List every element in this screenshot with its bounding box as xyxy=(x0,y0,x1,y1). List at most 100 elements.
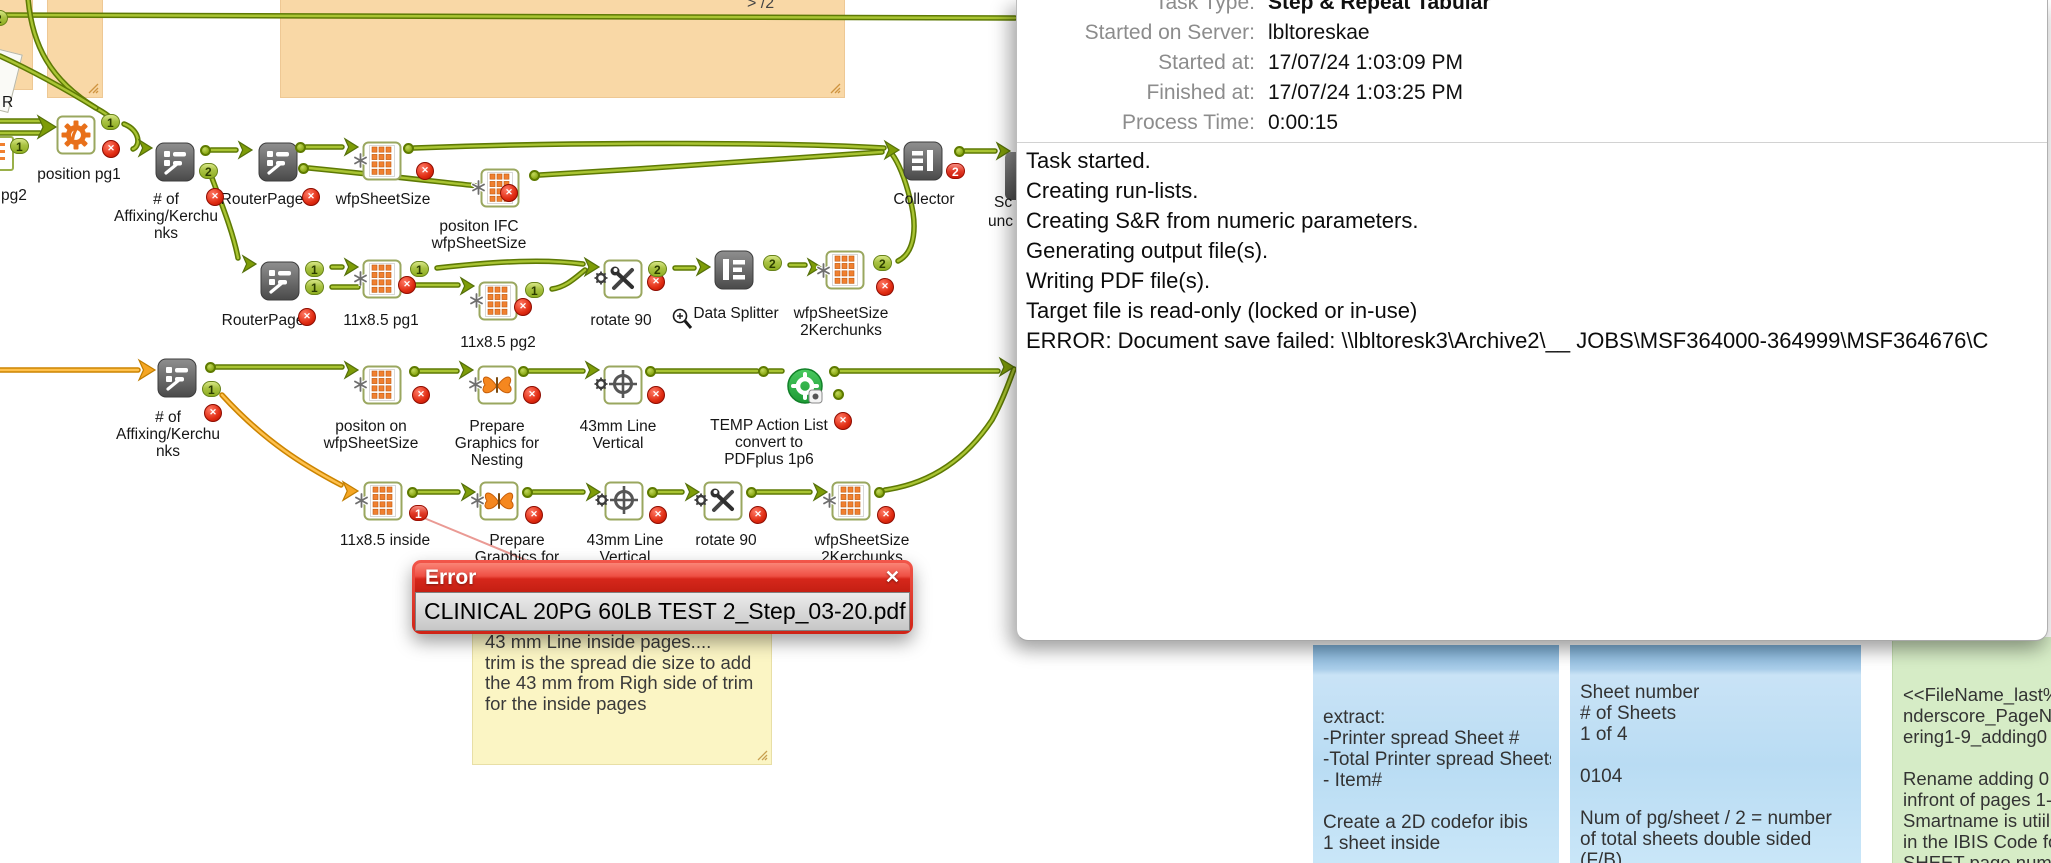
sticky-note-blue-1[interactable]: extract:-Printer spread Sheet #-Total Pr… xyxy=(1313,645,1559,863)
resize-handle-icon[interactable] xyxy=(828,81,841,94)
blue-note-line: -Printer spread Sheet # xyxy=(1323,728,1520,749)
num-affixing-2-error-badge[interactable]: ✕ xyxy=(204,404,222,422)
connection-count-badge[interactable]: 1 xyxy=(305,279,324,295)
rotate90-b-error-badge[interactable]: ✕ xyxy=(749,506,767,524)
connection-count-badge[interactable]: 2 xyxy=(873,255,892,271)
wfp2k-b-error-badge[interactable]: ✕ xyxy=(877,506,895,524)
detail-label: Finished at: xyxy=(1146,81,1255,104)
positon-ifc-error-badge[interactable]: ✕ xyxy=(500,184,518,202)
green-note-line: in the IBIS Code fo xyxy=(1903,831,2051,852)
collector-node-icon[interactable] xyxy=(903,141,943,181)
log-message[interactable]: Task started. xyxy=(1026,148,1151,173)
prepare-2-error-badge[interactable]: ✕ xyxy=(525,506,543,524)
temp-action-node-icon[interactable] xyxy=(786,367,826,407)
connection-dot xyxy=(953,145,965,157)
pg1-11x85-node-icon[interactable] xyxy=(362,259,402,299)
detail-value: 0:00:15 xyxy=(1268,111,1339,134)
routerpage-1-error-badge[interactable]: ✕ xyxy=(302,188,320,206)
routerpage-1-node-icon[interactable] xyxy=(258,142,298,182)
connection-dot xyxy=(757,365,769,377)
log-message[interactable]: ERROR: Document save failed: \\lbltoresk… xyxy=(1026,328,1989,353)
wfpsheetsize-1-node-icon[interactable] xyxy=(362,141,402,181)
detail-label: Process Time: xyxy=(1121,111,1255,134)
resize-handle-icon[interactable] xyxy=(755,748,768,761)
data-splitter-node-icon[interactable] xyxy=(714,250,754,290)
connection-count-badge[interactable]: 1 xyxy=(410,261,429,277)
error-dialog-title: Error xyxy=(425,566,477,589)
blue-note-line: 0104 xyxy=(1580,766,1623,787)
positon-on-error-badge[interactable]: ✕ xyxy=(412,386,430,404)
log-message[interactable]: Creating S&R from numeric parameters. xyxy=(1026,208,1419,233)
connection-count-badge[interactable]: 1 xyxy=(305,261,324,277)
rotate90-a-node-label: rotate 90 xyxy=(590,312,652,329)
pg2-11x85-error-badge[interactable]: ✕ xyxy=(514,298,532,316)
num-affixing-1-error-badge[interactable]: ✕ xyxy=(206,188,224,206)
position-pg1-node-icon[interactable] xyxy=(56,115,96,155)
resize-handle-icon[interactable] xyxy=(86,81,99,94)
yellow-note-line: the 43 mm from Righ side of trim xyxy=(485,673,754,693)
11x85-inside-count-badge[interactable]: 1 xyxy=(409,505,428,521)
43mm-a-node-icon[interactable] xyxy=(603,365,643,405)
log-message[interactable]: Creating run-lists. xyxy=(1026,178,1199,203)
connection-count-badge[interactable]: 1 xyxy=(101,114,120,130)
positon-on-node-icon[interactable] xyxy=(362,365,402,405)
error-dialog-titlebar[interactable]: Error ✕ xyxy=(415,563,910,592)
configurator-star-icon xyxy=(353,152,368,173)
zoom-cursor-icon xyxy=(672,308,693,329)
43mm-b-error-badge[interactable]: ✕ xyxy=(649,506,667,524)
prepare-2-node-icon[interactable] xyxy=(479,481,519,521)
routerpage-2-error-badge[interactable]: ✕ xyxy=(298,308,316,326)
prepare-1-node-icon[interactable] xyxy=(477,365,517,405)
close-icon[interactable]: ✕ xyxy=(884,567,900,587)
data-splitter-node-label: Data Splitter xyxy=(693,305,779,322)
configurator-star-icon xyxy=(354,492,369,513)
connection-count-badge[interactable]: 1 xyxy=(525,282,544,298)
rotate90-b-node-icon[interactable] xyxy=(703,481,743,521)
blue-note-line: Num of pg/sheet / 2 = number xyxy=(1580,808,1832,829)
temp-action-error-badge[interactable]: ✕ xyxy=(834,412,852,430)
wfp2k-b-node-icon[interactable] xyxy=(831,481,871,521)
rotate90-a-node-icon[interactable] xyxy=(603,259,643,299)
routerpage-2-node-icon[interactable] xyxy=(260,261,300,301)
connection-dot xyxy=(297,162,309,174)
connection-count-badge[interactable]: 2 xyxy=(648,261,667,277)
pg2-11x85-node-icon[interactable] xyxy=(478,281,518,321)
wfp2k-a-node-icon[interactable] xyxy=(825,250,865,290)
log-message[interactable]: Target file is read-only (locked or in-u… xyxy=(1026,298,1418,323)
pg1-11x85-error-badge[interactable]: ✕ xyxy=(398,276,416,294)
yellow-note-line: 43 mm Line inside pages.... xyxy=(485,632,712,652)
connection-count-badge[interactable]: 2 xyxy=(763,255,782,271)
log-message[interactable]: Writing PDF file(s). xyxy=(1026,268,1211,293)
log-message[interactable]: Generating output file(s). xyxy=(1026,238,1269,263)
prepare-1-error-badge[interactable]: ✕ xyxy=(523,386,541,404)
panel-divider xyxy=(1017,142,2047,143)
43mm-b-node-icon[interactable] xyxy=(604,481,644,521)
connection-count-badge[interactable]: 2 xyxy=(199,163,218,179)
blue-note-line xyxy=(1323,791,1551,812)
connection-dot xyxy=(745,486,757,498)
connection-count-badge[interactable]: 1 xyxy=(202,381,221,397)
blue-note-line xyxy=(1580,745,1853,766)
num-affixing-2-node-icon[interactable] xyxy=(157,358,197,398)
wfpsheetsize-1-error-badge[interactable]: ✕ xyxy=(416,162,434,180)
collector-count-badge[interactable]: 2 xyxy=(946,163,965,179)
hidden-node-fragment xyxy=(1005,152,1016,200)
sticky-note-yellow[interactable]: 43 mm Line inside pages....trim is the s… xyxy=(472,614,772,765)
num-affixing-1-node-icon[interactable] xyxy=(155,142,195,182)
connection-count-badge[interactable]: 1 xyxy=(10,138,29,154)
blue-note-line: # of Sheets xyxy=(1580,703,1677,724)
43mm-a-error-badge[interactable]: ✕ xyxy=(647,386,665,404)
position-pg1-error-badge[interactable]: ✕ xyxy=(102,140,120,158)
11x85-inside-node-icon[interactable] xyxy=(363,481,403,521)
hidden-node-label-2: unc xyxy=(988,213,1013,230)
green-note-line: Smartname is utiili xyxy=(1903,810,2051,831)
wfp2k-a-error-badge[interactable]: ✕ xyxy=(876,278,894,296)
connection-dot xyxy=(646,486,658,498)
